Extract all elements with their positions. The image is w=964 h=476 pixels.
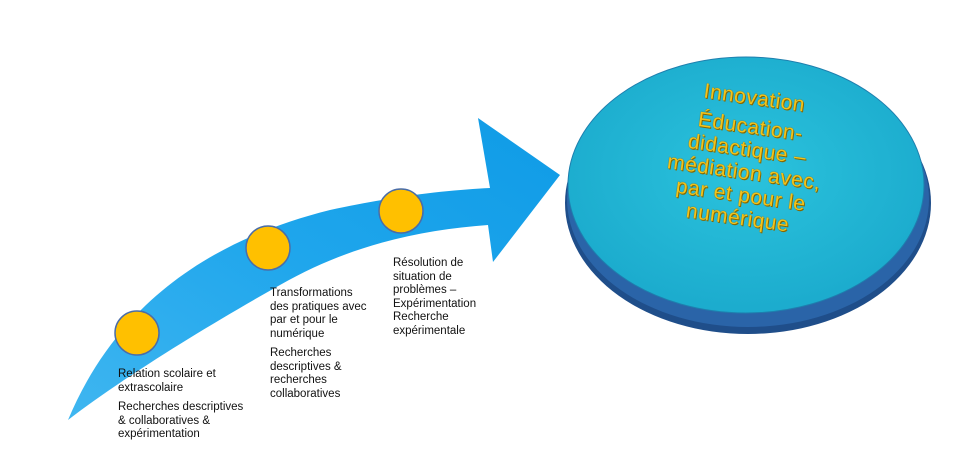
- step-3-label: Résolution de situation de problèmes – E…: [393, 257, 477, 337]
- step-1-text: Relation scolaire et extrascolaire Reche…: [118, 368, 268, 448]
- step-2-research: Recherches descriptives & recherches col…: [270, 347, 342, 400]
- step-3-text: Résolution de situation de problèmes – E…: [393, 257, 503, 344]
- goal-disc-top: [567, 56, 925, 314]
- milestone-circle-2: [245, 225, 291, 271]
- milestone-circle-1: [114, 310, 160, 356]
- step-1-label: Relation scolaire et extrascolaire: [118, 368, 216, 394]
- step-2-text: Transformations des pratiques avec par e…: [270, 287, 390, 407]
- step-1-research: Recherches descriptives & collaboratives…: [118, 401, 244, 440]
- progress-arrow: [68, 118, 560, 420]
- milestone-circle-3: [378, 188, 424, 234]
- step-2-label: Transformations des pratiques avec par e…: [270, 287, 367, 340]
